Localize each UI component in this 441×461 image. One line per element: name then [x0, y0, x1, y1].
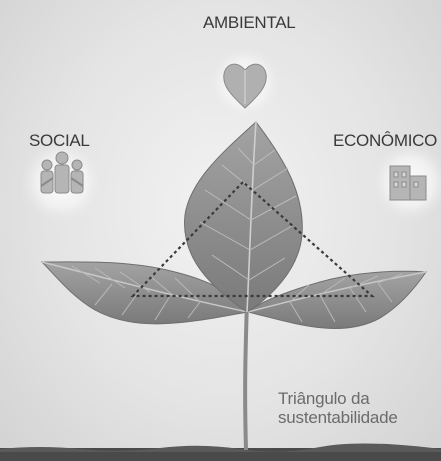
right-leaf	[246, 270, 427, 329]
sustainability-triangle	[130, 180, 375, 298]
leaf-stem	[243, 299, 249, 451]
economico-label: ECONÔMICO	[333, 131, 438, 150]
people-group-icon	[40, 151, 84, 194]
caption-line-1: Triângulo da	[278, 389, 370, 408]
center-leaf	[184, 121, 303, 313]
leaf-heart-icon	[223, 63, 267, 109]
caption-line-2: sustentabilidade	[278, 408, 398, 427]
diagram-caption: Triângulo da sustentabilidade	[278, 389, 398, 427]
buildings-icon	[389, 165, 427, 201]
left-leaf	[40, 261, 249, 325]
ambiental-label: AMBIENTAL	[203, 13, 296, 32]
social-label: SOCIAL	[29, 131, 90, 150]
